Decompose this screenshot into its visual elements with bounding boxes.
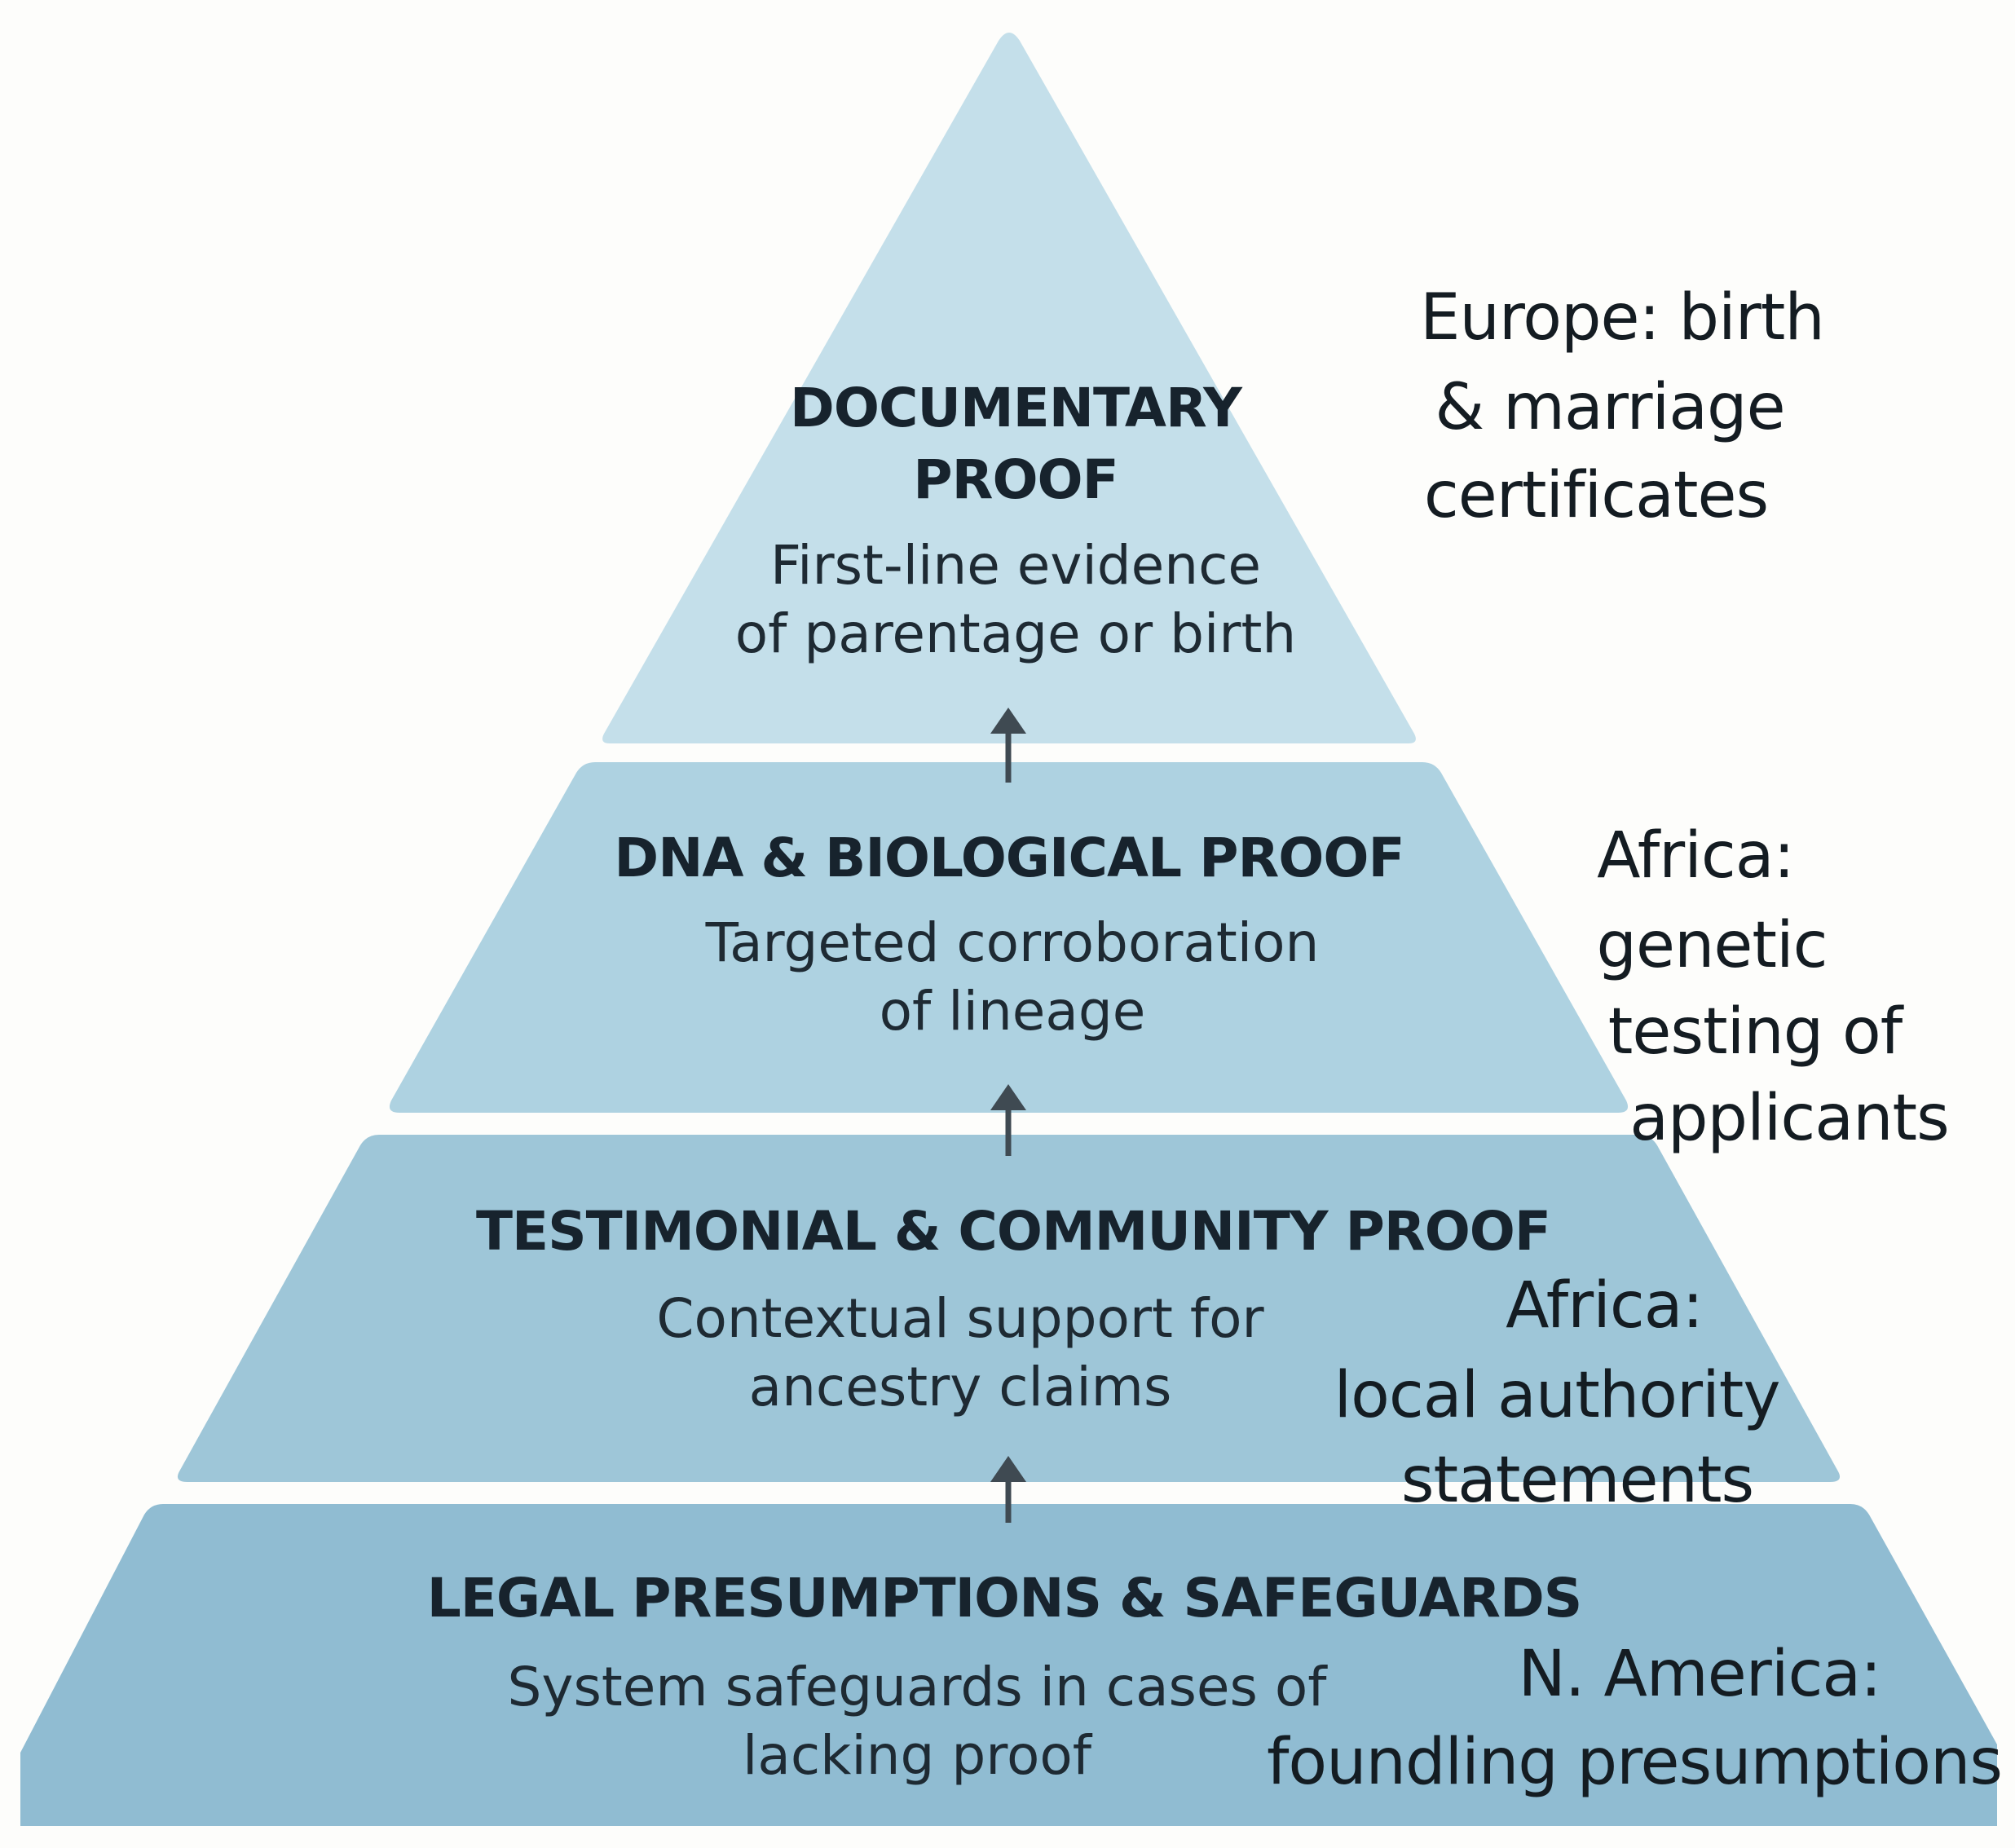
- tier-documentary-proof: [602, 33, 1416, 743]
- tier1-desc-line2: of parentage or birth: [734, 602, 1297, 665]
- north-america-note-line2: foundling presumptions: [1266, 1726, 2003, 1799]
- tier3-desc-line2: ancestry claims: [748, 1356, 1172, 1418]
- tier4-title: LEGAL PRESUMPTIONS & SAFEGUARDS: [426, 1567, 1583, 1630]
- tier3-desc-line1: Contextual support for: [656, 1287, 1264, 1350]
- north-america-note-line1: N. America:: [1518, 1638, 1882, 1711]
- tier4-desc-line2: lacking proof: [743, 1724, 1091, 1787]
- africa-genetic-note-line1: Africa:: [1597, 819, 1795, 893]
- africa-local-note-line1: Africa:: [1506, 1269, 1704, 1343]
- arrow-up-icon: [990, 708, 1026, 783]
- tier2-desc-line2: of lineage: [879, 980, 1146, 1043]
- africa-local-note-line3: statements: [1400, 1444, 1754, 1517]
- arrow-up-icon: [990, 1456, 1026, 1523]
- tier4-desc-line1: System safeguards in cases of: [507, 1656, 1327, 1718]
- africa-genetic-note-line3: testing of: [1607, 995, 1903, 1069]
- africa-genetic-note-line2: genetic: [1596, 909, 1828, 982]
- tier-testimonial-community-proof: [177, 1135, 1841, 1482]
- arrow-up-icon: [990, 1084, 1026, 1156]
- europe-note-line3: certificates: [1423, 459, 1769, 532]
- europe-note-line2: & marriage: [1435, 371, 1785, 444]
- tier3-title: TESTIMONIAL & COMMUNITY PROOF: [475, 1200, 1551, 1263]
- tier1-desc-line1: First-line evidence: [769, 534, 1262, 597]
- tier-dna-biological-proof: [389, 762, 1629, 1113]
- africa-genetic-note-line4: applicants: [1629, 1082, 1950, 1155]
- tier2-title: DNA & BIOLOGICAL PROOF: [614, 827, 1404, 889]
- europe-note-line1: Europe: birth: [1420, 281, 1825, 355]
- africa-local-note-line2: local authority: [1334, 1359, 1781, 1432]
- tier2-desc-line1: Targeted corroboration: [705, 911, 1320, 974]
- tier1-title-line1: DOCUMENTARY: [790, 377, 1242, 439]
- tier1-title-line2: PROOF: [913, 448, 1118, 511]
- tier-legal-presumptions-safeguards: [20, 1504, 1997, 1826]
